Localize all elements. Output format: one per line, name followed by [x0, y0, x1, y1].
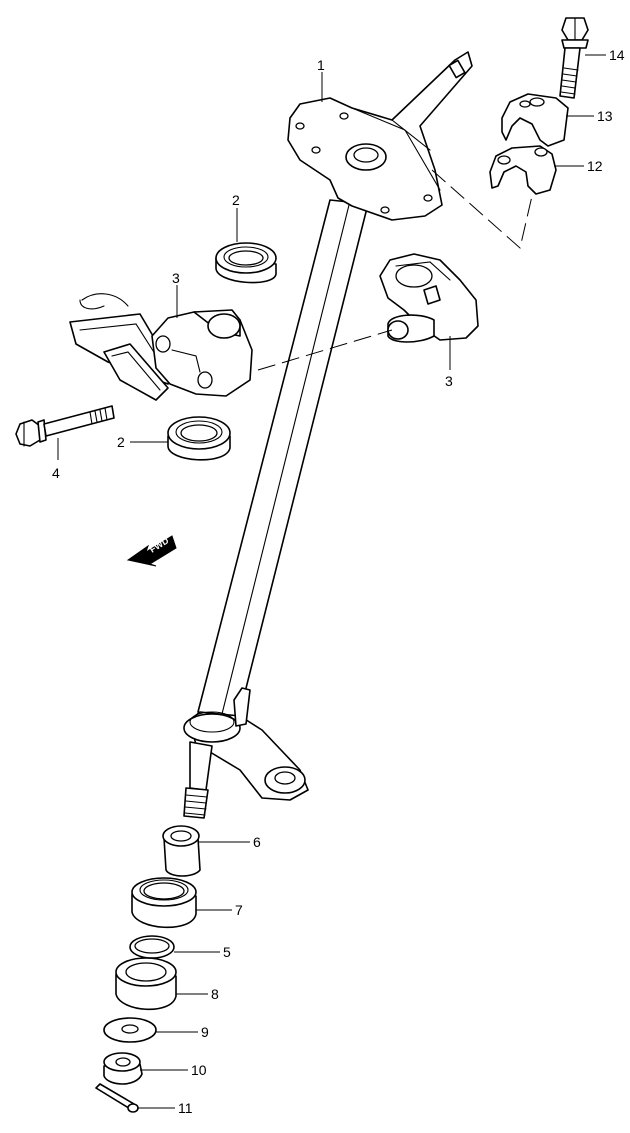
callout-9: 9 [201, 1024, 209, 1040]
callout-5: 5 [223, 944, 231, 960]
assembly-lines [257, 169, 533, 371]
callout-2-upper: 2 [232, 192, 240, 208]
o-ring-part-5 [129, 935, 175, 959]
bushing-part-2-upper [215, 242, 277, 284]
bolt-part-4 [15, 405, 115, 447]
callout-labels: 1 2 2 3 3 4 5 6 7 8 9 10 11 12 13 14 [52, 47, 625, 1116]
callout-12: 12 [587, 158, 603, 174]
callout-4: 4 [52, 465, 60, 481]
bushing-part-6 [162, 825, 201, 877]
handlebar-holder-upper-part-13 [501, 93, 569, 147]
bolt-part-14 [559, 17, 589, 99]
callout-14: 14 [609, 47, 625, 63]
callout-7: 7 [235, 902, 243, 918]
shaft-holder-part-3-left [69, 293, 253, 401]
bearing-part-8 [115, 957, 177, 1011]
callout-3-left: 3 [172, 270, 180, 286]
seal-part-7 [131, 877, 197, 929]
leader-lines [57, 54, 606, 1109]
callout-10: 10 [191, 1062, 207, 1078]
callout-3-right: 3 [445, 373, 453, 389]
callout-8: 8 [211, 986, 219, 1002]
nut-part-10 [103, 1052, 143, 1085]
handlebar-holder-lower-part-12 [489, 145, 557, 195]
steering-shaft-part-1 [183, 51, 473, 819]
callout-6: 6 [253, 834, 261, 850]
shaft-holder-part-3-right [379, 253, 479, 343]
callout-13: 13 [597, 108, 613, 124]
callout-1: 1 [317, 57, 325, 73]
callout-11: 11 [178, 1100, 193, 1116]
callout-2-lower: 2 [117, 434, 125, 450]
cotter-pin-part-11 [95, 1083, 139, 1113]
washer-part-9 [103, 1017, 157, 1043]
fwd-arrow-icon: FWD [126, 535, 177, 567]
bushing-part-2-lower [167, 416, 231, 461]
